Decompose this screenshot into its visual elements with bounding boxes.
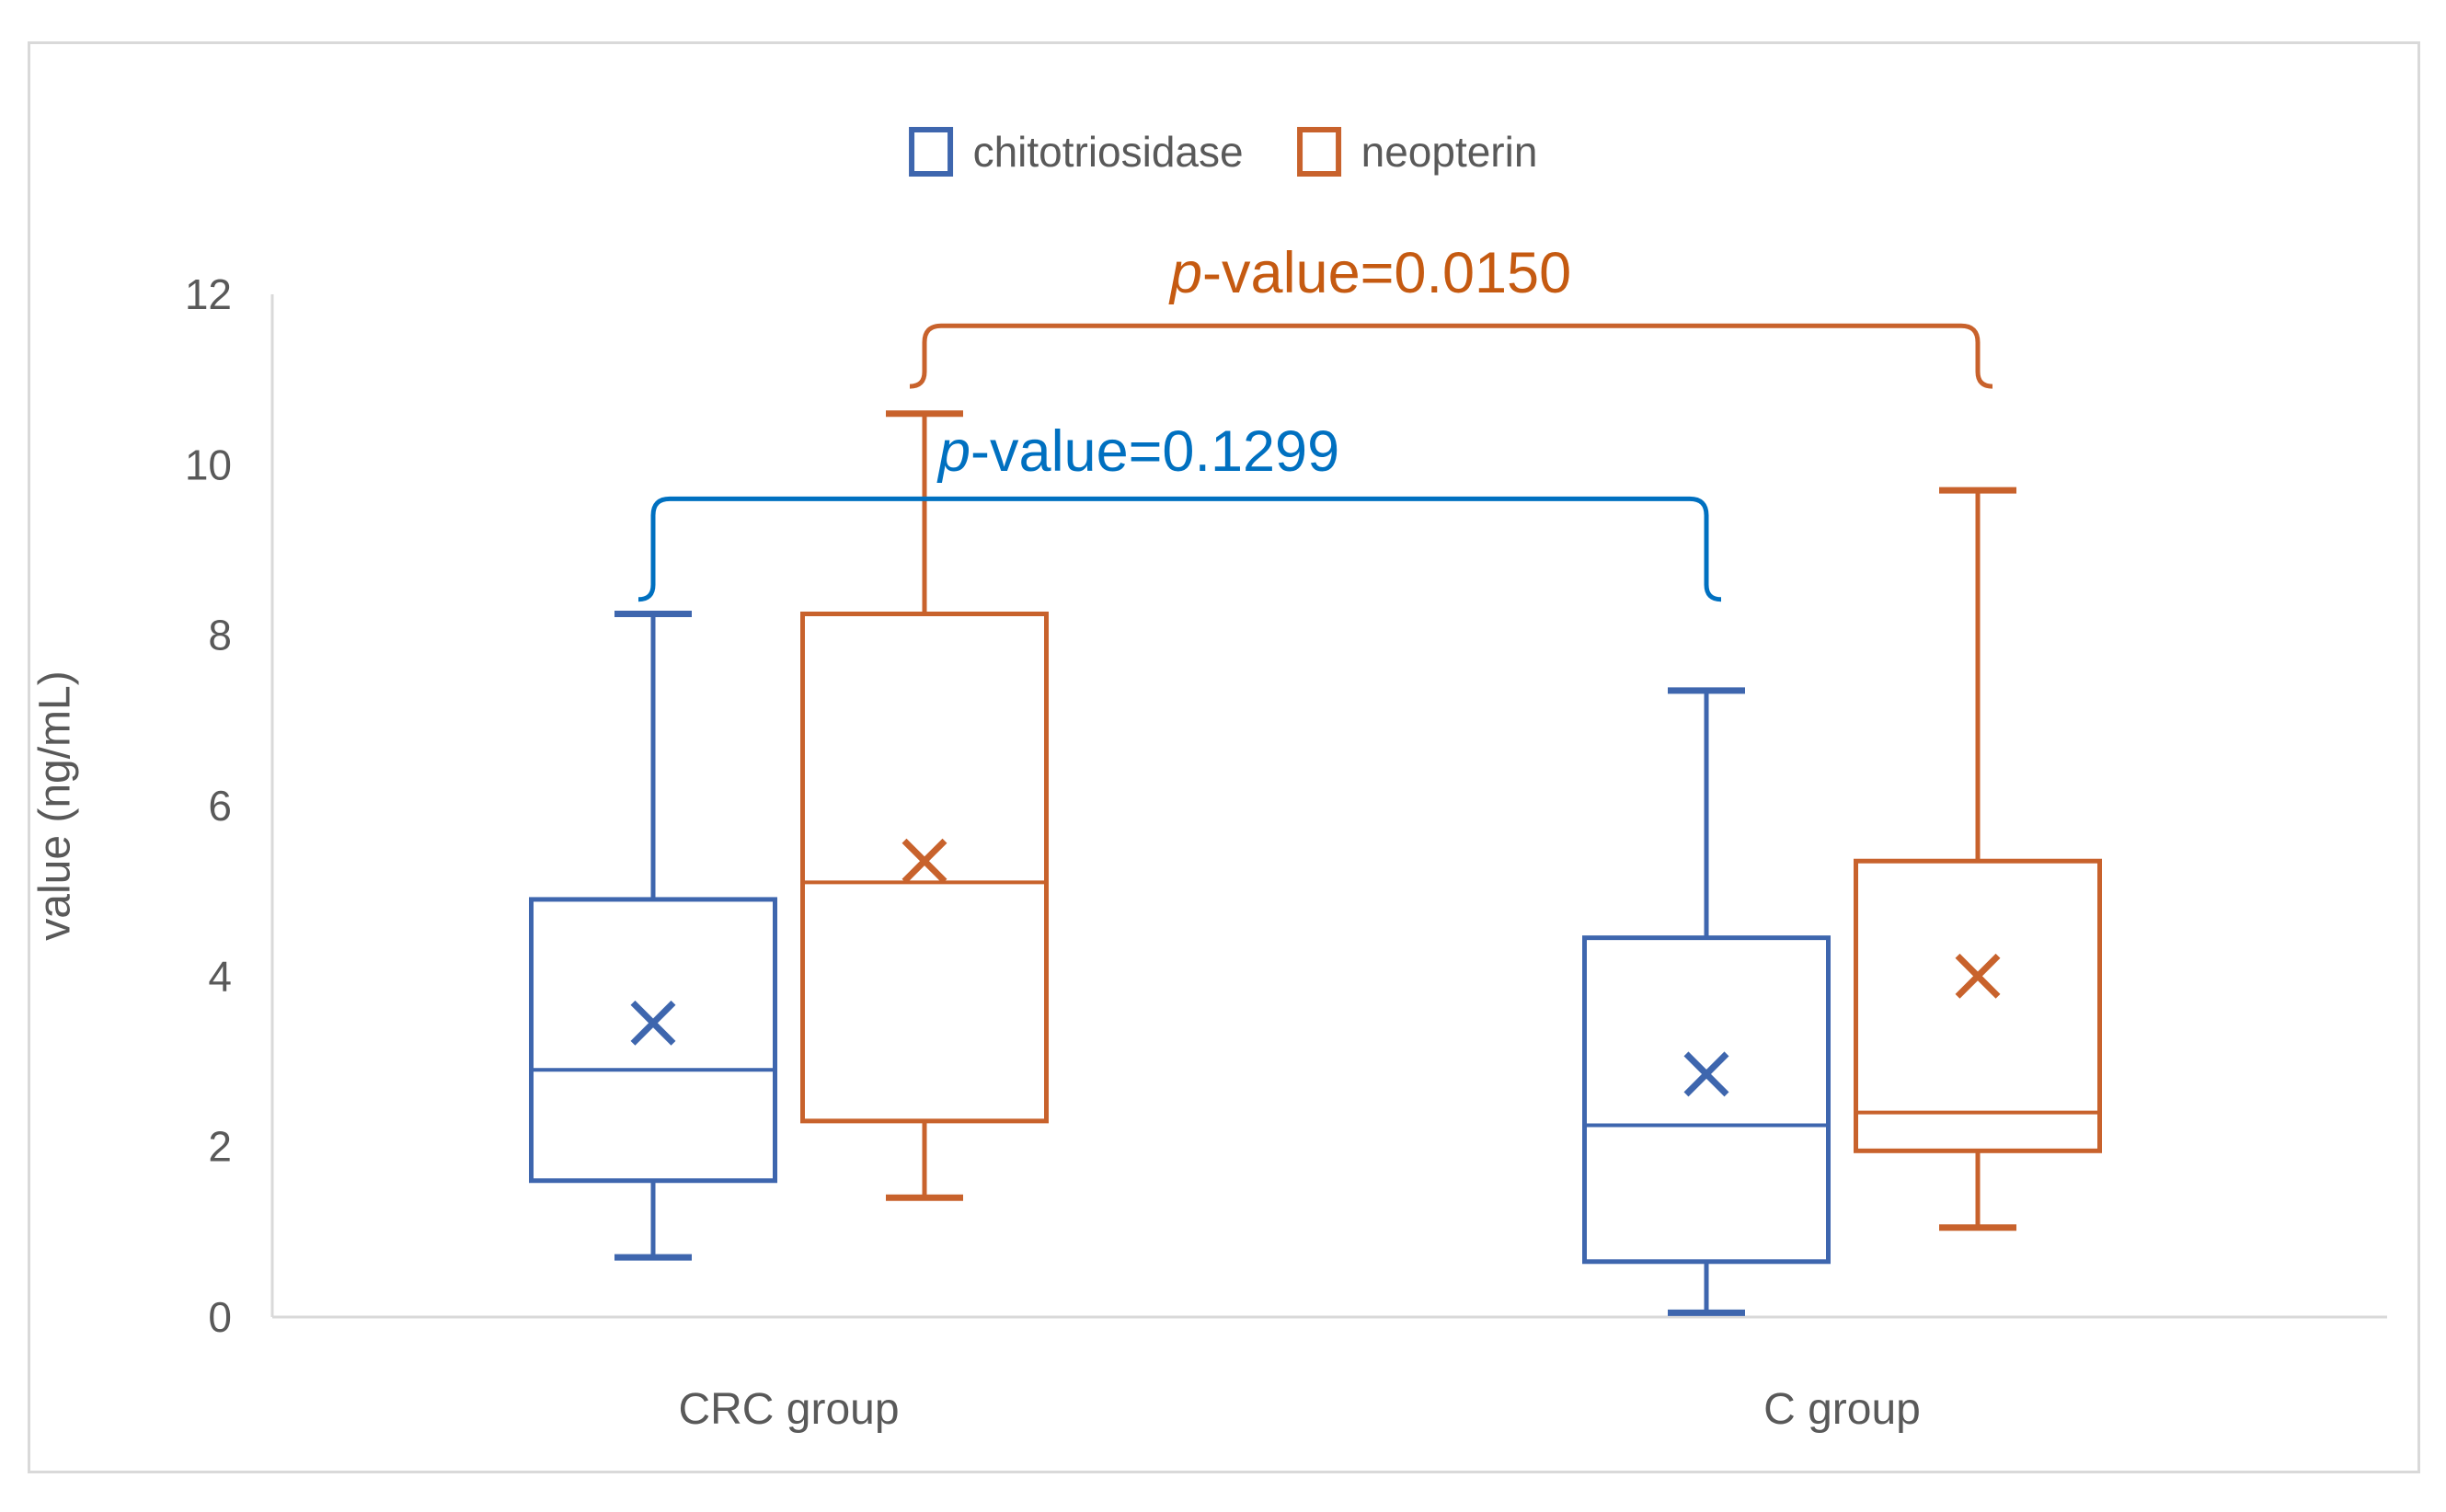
legend-label: chitotriosidase xyxy=(972,128,1244,176)
neopterin-mean-marker-icon xyxy=(1955,953,2001,999)
y-tick-label: 10 xyxy=(185,441,232,488)
x-category-label: CRC group xyxy=(678,1385,899,1434)
y-tick-label: 0 xyxy=(208,1293,232,1341)
neopterin-mean-marker-icon xyxy=(901,838,947,884)
chitotriosidase-box xyxy=(529,897,777,1184)
y-tick-label: 8 xyxy=(208,612,232,659)
neopterin-box xyxy=(800,612,1049,1124)
figure-border xyxy=(28,41,2420,1473)
p-value-annotation-neopterin: p-value=0.0150 xyxy=(1170,245,1571,303)
p-value-prefix: p xyxy=(1170,241,1203,305)
p-value-text: -value=0.1299 xyxy=(970,419,1340,484)
p-value-annotation-chitotriosidase: p-value=0.1299 xyxy=(938,423,1339,481)
y-axis-title: value (ng/mL) xyxy=(30,670,80,941)
p-value-text: -value=0.0150 xyxy=(1202,241,1572,305)
chitotriosidase-box xyxy=(1582,935,1831,1265)
x-category-label: C group xyxy=(1763,1385,1921,1434)
chitotriosidase-mean-marker-icon xyxy=(630,1000,676,1046)
chitotriosidase-significance-bracket xyxy=(637,496,1722,602)
y-tick-label: 2 xyxy=(208,1123,232,1171)
legend: chitotriosidase neopterin xyxy=(908,127,1538,177)
legend-label: neopterin xyxy=(1361,128,1538,176)
chitotriosidase-mean-marker-icon xyxy=(1683,1051,1729,1097)
legend-swatch-neopterin-icon xyxy=(1296,127,1341,177)
legend-item-chitotriosidase: chitotriosidase xyxy=(908,127,1244,177)
y-tick-label: 6 xyxy=(208,782,232,830)
legend-swatch-chitotriosidase-icon xyxy=(908,127,953,177)
legend-item-neopterin: neopterin xyxy=(1296,127,1538,177)
neopterin-significance-bracket xyxy=(909,323,1993,389)
neopterin-box xyxy=(1854,858,2102,1153)
p-value-prefix: p xyxy=(938,419,971,484)
y-tick-label: 4 xyxy=(208,952,232,1000)
y-tick-label: 12 xyxy=(185,270,232,318)
